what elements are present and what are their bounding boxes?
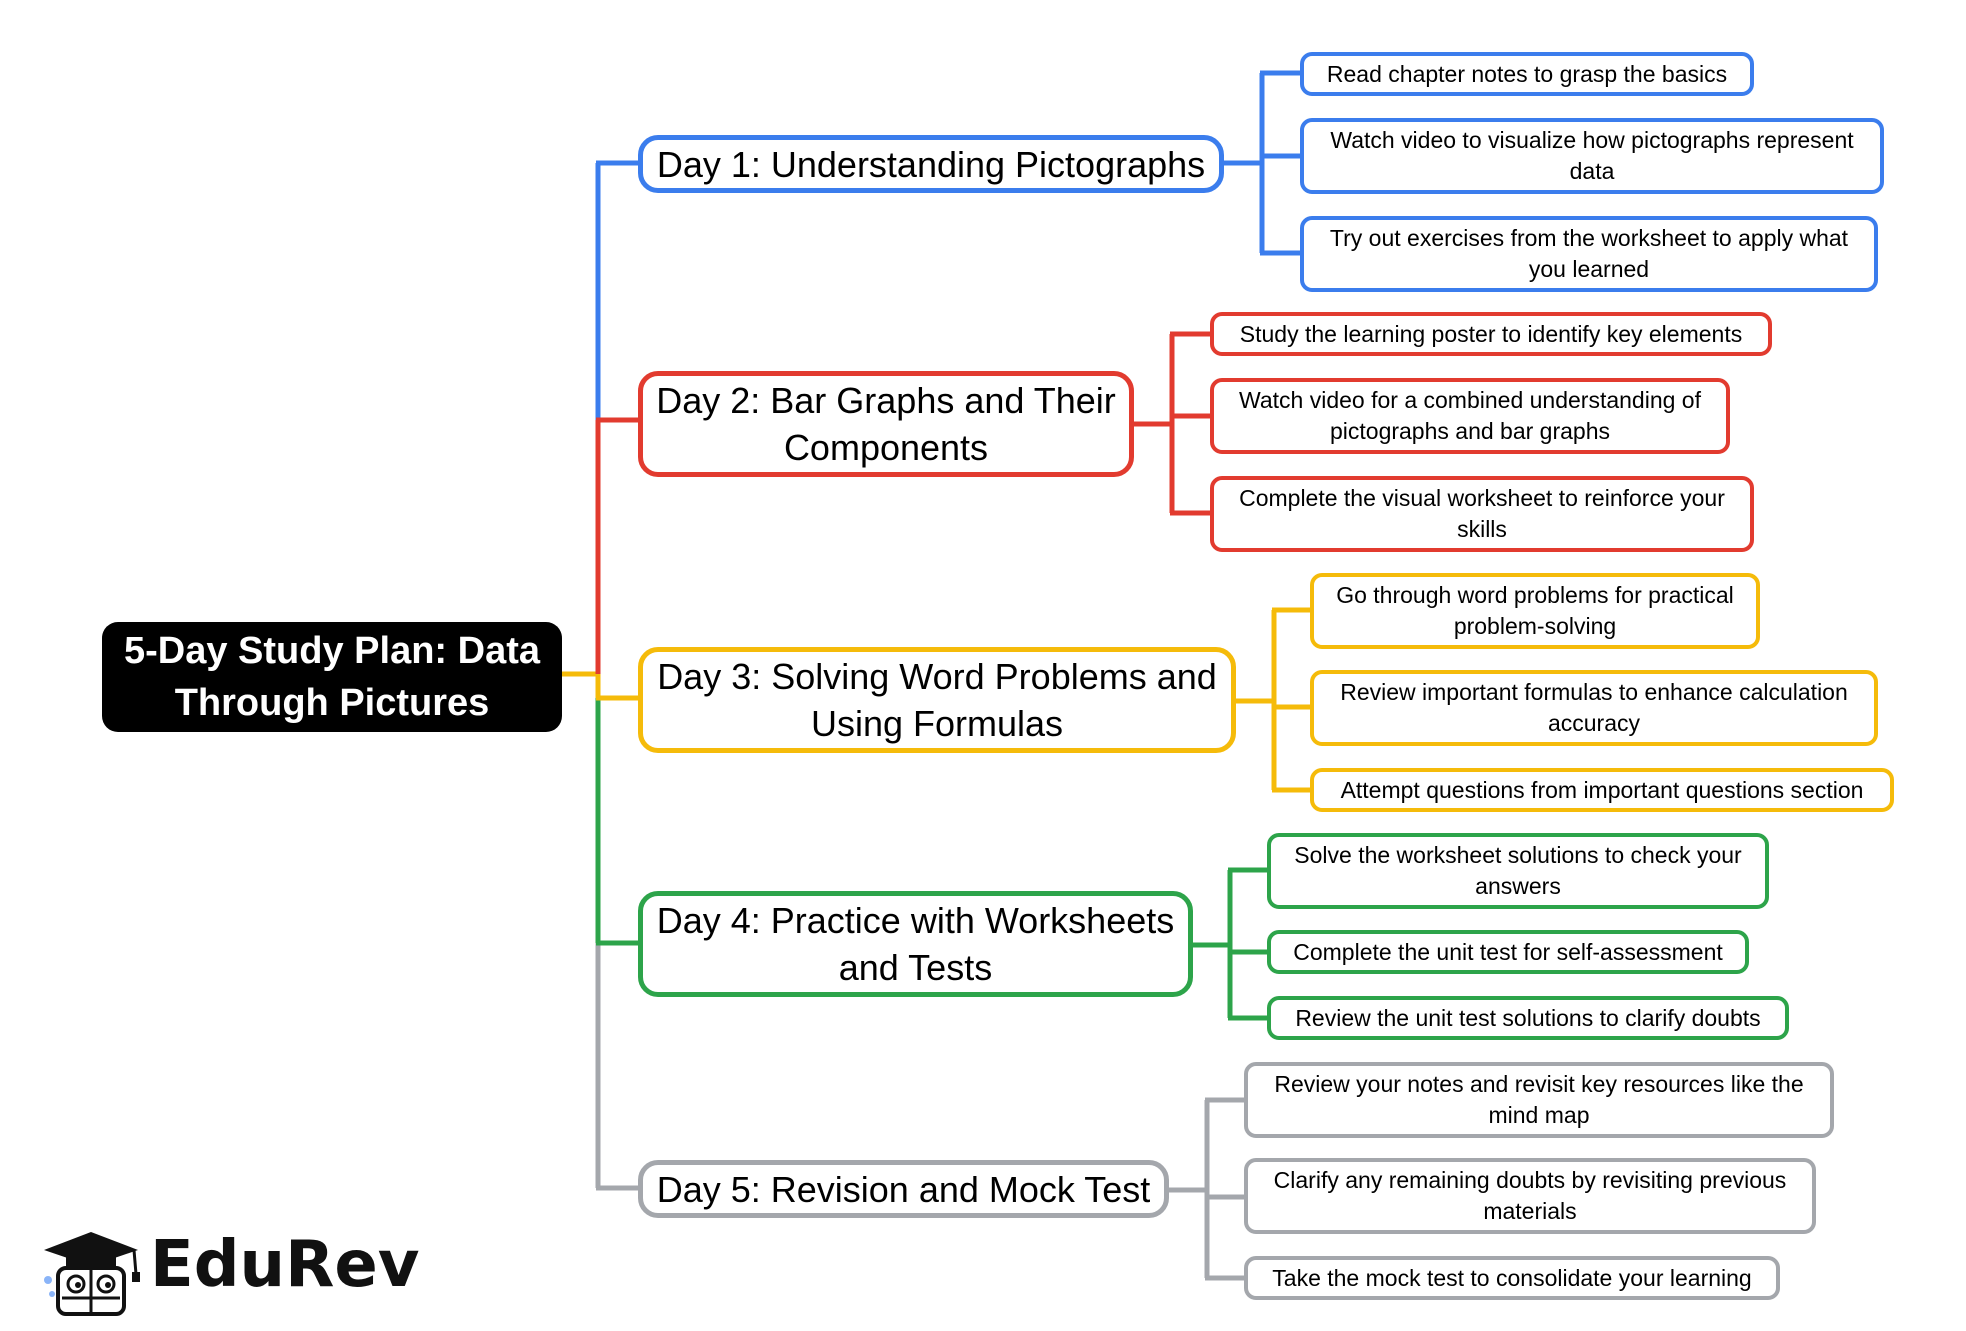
day1-branches bbox=[1222, 70, 1302, 256]
day3-task-3: Attempt questions from important questio… bbox=[1310, 768, 1894, 812]
day5-branches bbox=[1167, 1097, 1247, 1281]
day2-task-1: Study the learning poster to identify ke… bbox=[1210, 312, 1772, 356]
root-title: 5-Day Study Plan: Data Through Pictures bbox=[102, 622, 562, 732]
graduation-cap-logo-icon bbox=[44, 1232, 140, 1316]
day2-task-3: Complete the visual worksheet to reinfor… bbox=[1210, 476, 1754, 552]
day5-task-3: Take the mock test to consolidate your l… bbox=[1244, 1256, 1780, 1300]
day1-task-2: Watch video to visualize how pictographs… bbox=[1300, 118, 1884, 194]
day5-task-2: Clarify any remaining doubts by revisiti… bbox=[1244, 1158, 1816, 1234]
day4-branches bbox=[1191, 867, 1270, 1021]
day3-task-2: Review important formulas to enhance cal… bbox=[1310, 670, 1878, 746]
day3-task-1: Go through word problems for practical p… bbox=[1310, 573, 1760, 649]
day4-node: Day 4: Practice with Worksheets and Test… bbox=[638, 891, 1193, 997]
day1-node: Day 1: Understanding Pictographs bbox=[638, 135, 1224, 193]
day5-task-1: Review your notes and revisit key resour… bbox=[1244, 1062, 1834, 1138]
day2-branches bbox=[1132, 331, 1212, 516]
day1-task-1: Read chapter notes to grasp the basics bbox=[1300, 52, 1754, 96]
day2-task-2: Watch video for a combined understanding… bbox=[1210, 378, 1730, 454]
brand-name: EduRev bbox=[150, 1228, 420, 1302]
day5-node: Day 5: Revision and Mock Test bbox=[638, 1160, 1169, 1218]
day3-branches bbox=[1234, 607, 1312, 793]
day4-task-2: Complete the unit test for self-assessme… bbox=[1267, 930, 1749, 974]
day4-task-3: Review the unit test solutions to clarif… bbox=[1267, 996, 1789, 1040]
day4-task-1: Solve the worksheet solutions to check y… bbox=[1267, 833, 1769, 909]
day2-node: Day 2: Bar Graphs and Their Components bbox=[638, 371, 1134, 477]
day1-task-3: Try out exercises from the worksheet to … bbox=[1300, 216, 1878, 292]
day3-node: Day 3: Solving Word Problems and Using F… bbox=[638, 647, 1236, 753]
